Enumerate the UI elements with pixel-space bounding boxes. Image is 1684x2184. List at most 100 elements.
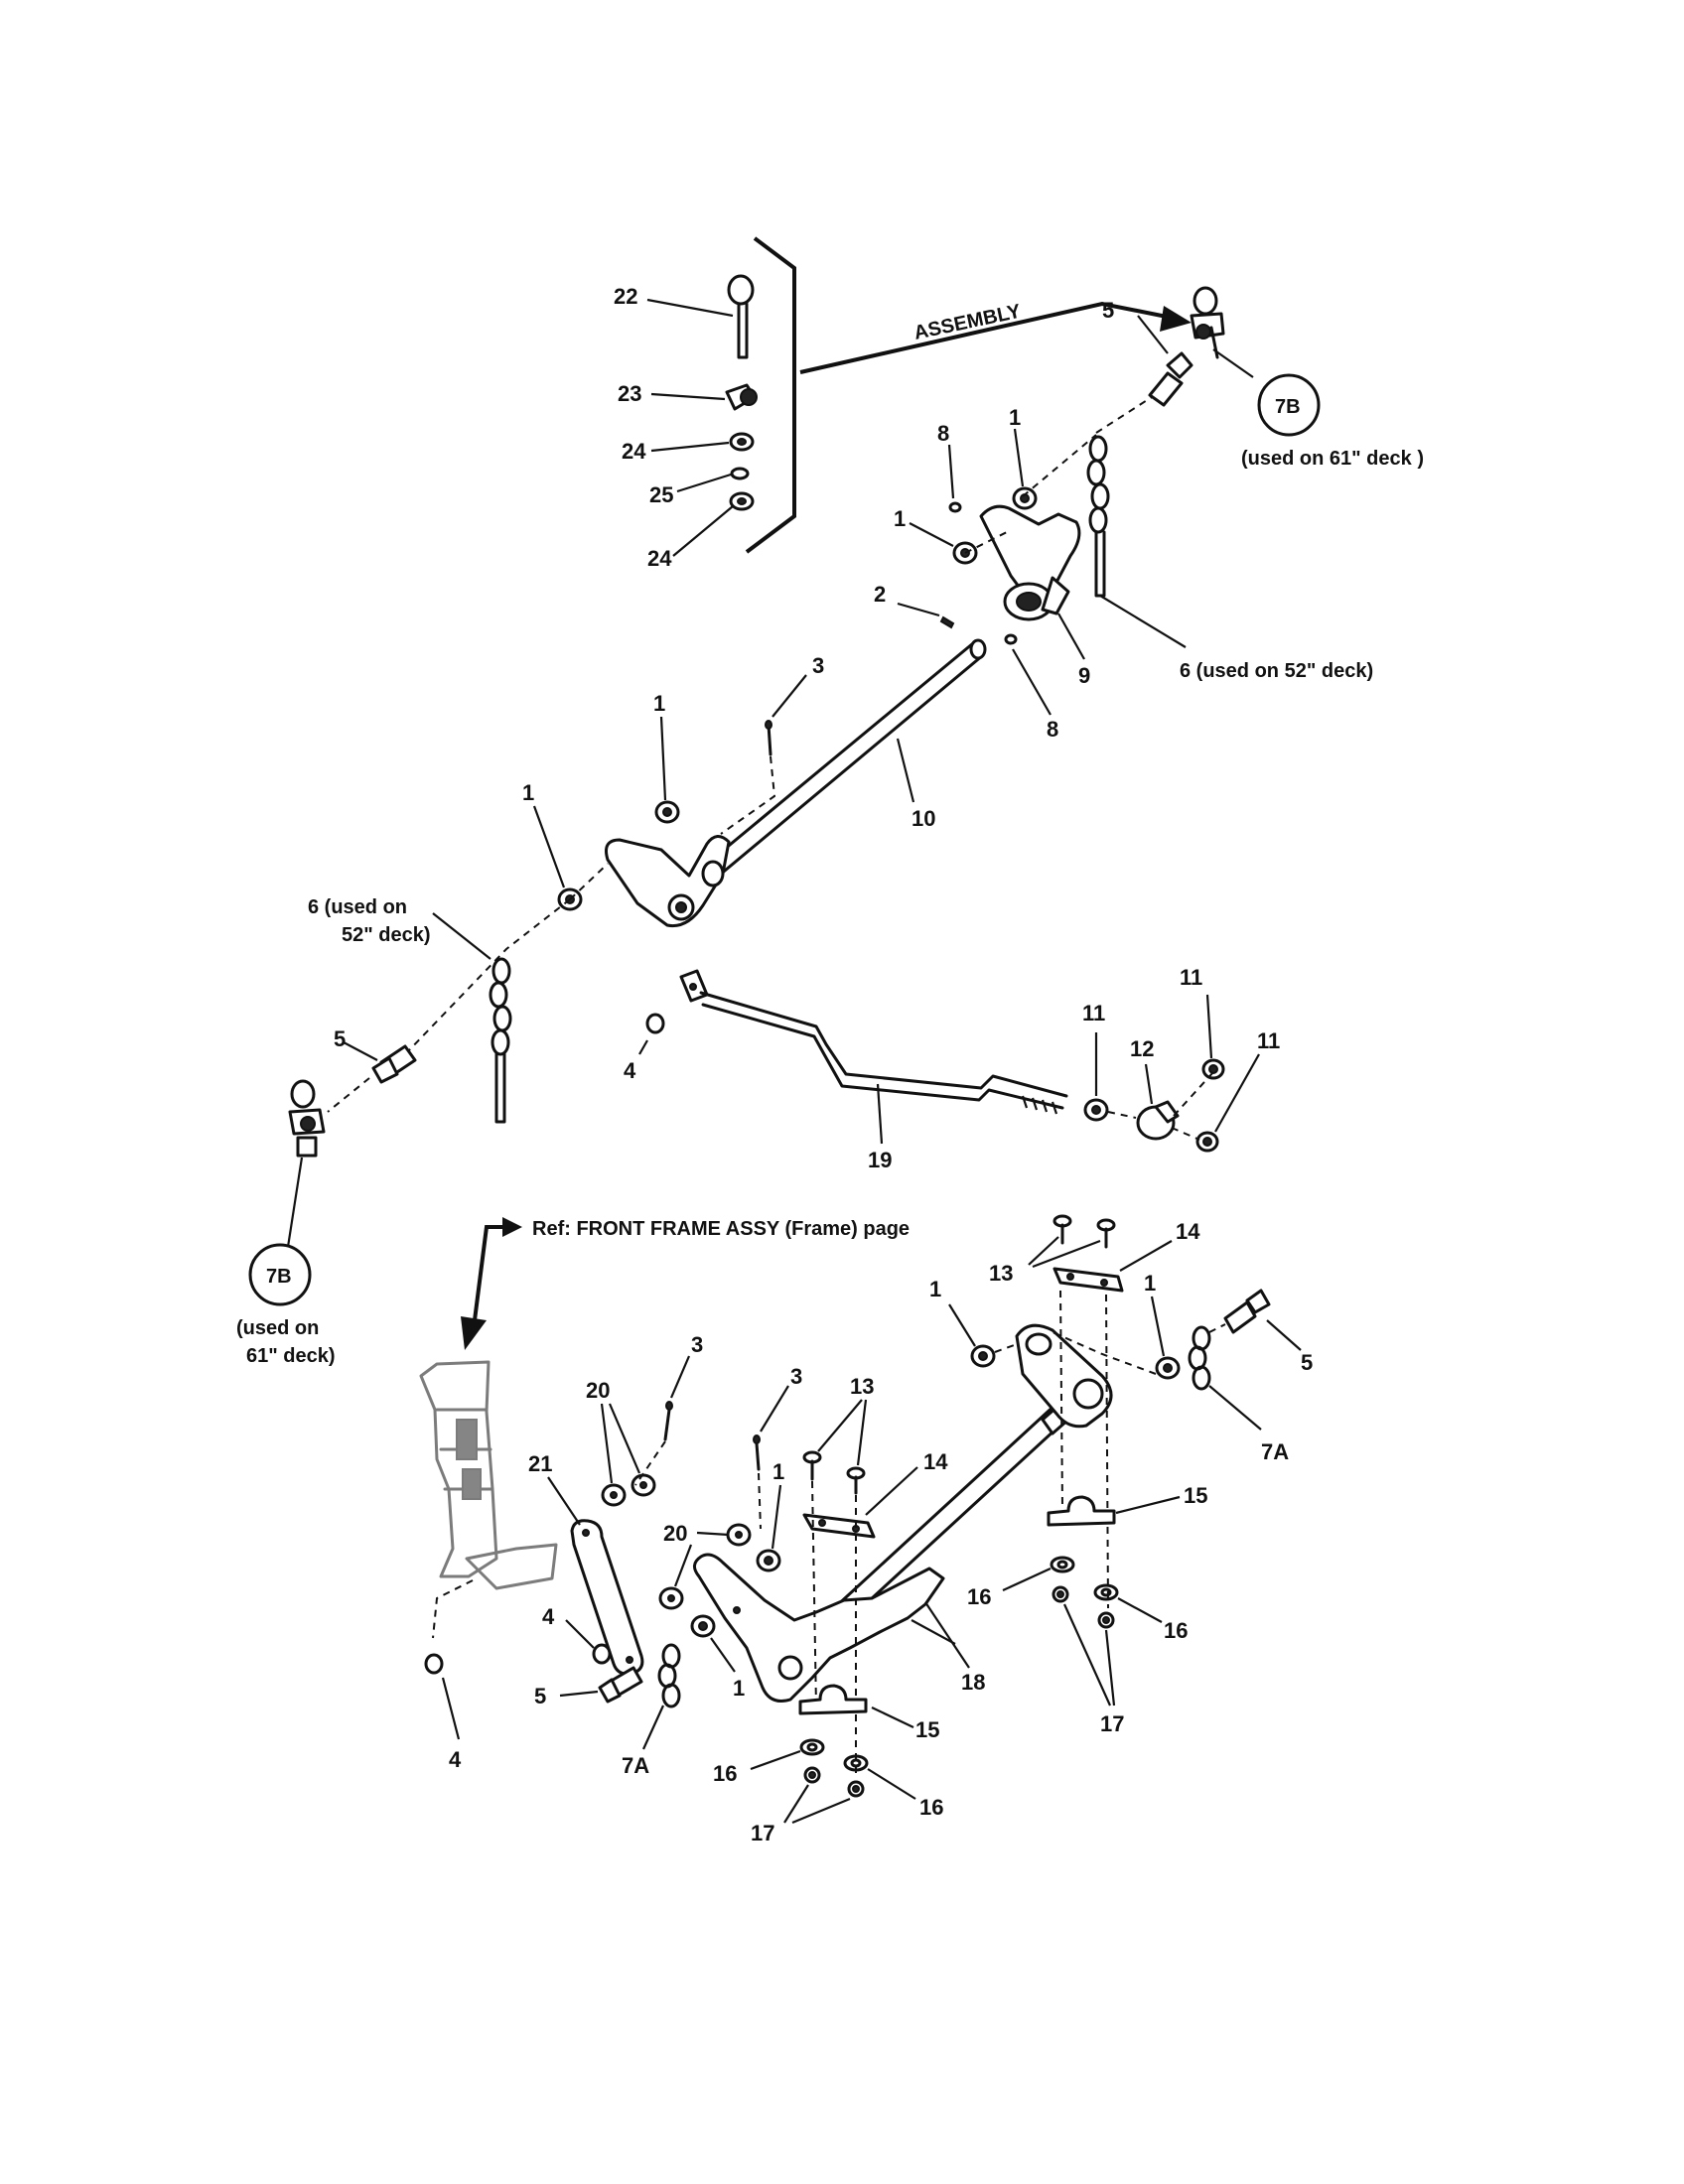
- label-16-low-a: 16: [713, 1761, 737, 1786]
- label-4-lower-b: 4: [449, 1747, 462, 1772]
- arm-lower-left: [693, 1553, 945, 1703]
- label-16-right-b: 16: [1164, 1618, 1188, 1643]
- nut-17-low-a: [803, 1766, 821, 1784]
- bolt-13-mid-b: [846, 1466, 866, 1495]
- eye-bolt-assembled-top: [1190, 286, 1225, 359]
- nut-1-lower-left: [690, 1614, 716, 1638]
- label-7b-top: 7B: [1275, 396, 1301, 418]
- pin-8-mid: [1004, 633, 1018, 645]
- label-25: 25: [649, 482, 673, 507]
- shaft-10-group: 3 10 1 1: [406, 638, 987, 1053]
- label-16-right-a: 16: [967, 1584, 991, 1609]
- assembly-arrow: ASSEMBLY: [799, 301, 1192, 374]
- label-23: 23: [618, 381, 641, 406]
- callout-7b-left: [248, 1243, 312, 1306]
- label-11-a: 11: [1082, 1001, 1105, 1025]
- note-7b-left-l1: (used on: [236, 1317, 319, 1339]
- label-1-lower-right-b: 1: [1144, 1271, 1156, 1296]
- washer-25: [730, 467, 750, 480]
- ref-front-frame-label: Ref: FRONT FRAME ASSY (Frame) page: [532, 1218, 910, 1240]
- label-15-right: 15: [1184, 1483, 1207, 1508]
- arm-left: [605, 835, 731, 928]
- nut-11-a: [1083, 1098, 1109, 1122]
- label-1-lower-left: 1: [733, 1676, 745, 1701]
- label-17-right: 17: [1100, 1711, 1124, 1736]
- callout-7b-top: [1257, 373, 1321, 437]
- bolt-5-lower-right: [1223, 1289, 1271, 1334]
- ref-arrow: Ref: FRONT FRAME ASSY (Frame) page: [461, 1217, 910, 1350]
- label-5-left: 5: [334, 1026, 346, 1051]
- label-3-mid: 3: [812, 653, 824, 678]
- front-frame-bracket: [419, 1360, 558, 1590]
- label-1-top-b: 1: [894, 506, 906, 531]
- screw-4-lower-b: [424, 1653, 444, 1675]
- label-3-lower-a: 3: [691, 1332, 703, 1357]
- screw-4-lower-a: [592, 1643, 612, 1665]
- label-1-top-a: 1: [1009, 405, 1021, 430]
- bracket-14-top: [1052, 1267, 1124, 1293]
- chain-7a-left: [657, 1643, 681, 1708]
- label-11-b: 11: [1180, 965, 1202, 990]
- washer-20-d: [658, 1586, 684, 1610]
- label-8-mid: 8: [1047, 717, 1058, 742]
- label-20-a: 20: [586, 1378, 610, 1403]
- label-14-mid: 14: [923, 1449, 948, 1474]
- swivel-23: [725, 383, 758, 411]
- eye-bolt-22: [727, 274, 755, 359]
- eye-bolt-assembled-left: [288, 1079, 326, 1158]
- washer-16-low-b: [843, 1754, 869, 1772]
- washer-20-a: [601, 1483, 627, 1507]
- bolt-13-top-b: [1096, 1218, 1116, 1249]
- label-1-mid-b: 1: [522, 780, 534, 805]
- nut-24b: [729, 491, 755, 511]
- chain-7a-right: [1188, 1325, 1211, 1391]
- chain-6-left: [489, 957, 512, 1124]
- nut-1-lower-right-b: [1155, 1356, 1181, 1380]
- nut-17-low-b: [847, 1780, 865, 1798]
- pin-8-top: [948, 501, 962, 513]
- label-9: 9: [1078, 663, 1090, 688]
- label-1-mid-a: 1: [653, 691, 665, 716]
- label-6-left-l2: 52" deck): [342, 924, 431, 946]
- nut-11-c: [1195, 1131, 1219, 1153]
- washer-16-right-b: [1093, 1583, 1119, 1601]
- bolt-5-lower-left: [598, 1666, 643, 1704]
- clamp-15-right: [1047, 1495, 1116, 1527]
- label-13-mid: 13: [850, 1374, 874, 1399]
- upper-right-group: 7B (used on 61" deck ) 5 1 1: [874, 286, 1424, 742]
- nut-24a: [729, 432, 755, 452]
- nut-1-lower-mid: [756, 1549, 781, 1572]
- label-5-top: 5: [1102, 298, 1114, 323]
- label-5-lower-right: 5: [1301, 1350, 1313, 1375]
- arm-9: [979, 504, 1081, 621]
- label-14-top: 14: [1176, 1219, 1200, 1244]
- clamp-15-mid: [798, 1684, 868, 1715]
- label-4-lower-a: 4: [542, 1604, 555, 1629]
- washer-16-low-a: [799, 1738, 825, 1756]
- label-1-lower-mid: 1: [772, 1459, 784, 1484]
- label-24a: 24: [622, 439, 646, 464]
- label-6-right: 6 (used on 52" deck): [1180, 660, 1373, 682]
- bolt-5-top: [1148, 351, 1193, 407]
- rod-19-group: 19 4 11 12 11 11: [624, 965, 1280, 1172]
- shaft-10: [693, 641, 985, 887]
- bolt-13-top-a: [1052, 1214, 1072, 1245]
- assembly-inset: 22 23 24 25 24: [614, 236, 796, 571]
- label-7a-left: 7A: [622, 1753, 649, 1778]
- label-19: 19: [868, 1148, 892, 1172]
- inset-bracket: [745, 236, 796, 554]
- nut-17-right-a: [1052, 1585, 1069, 1603]
- bolt-13-mid-a: [802, 1450, 822, 1481]
- label-4-mid: 4: [624, 1058, 636, 1083]
- label-12: 12: [1130, 1036, 1154, 1061]
- label-7a-right: 7A: [1261, 1439, 1289, 1464]
- assembly-label: ASSEMBLY: [912, 301, 1023, 344]
- pin-3-mid: [765, 720, 772, 756]
- nut-1-top-a: [1012, 486, 1038, 510]
- label-13-top: 13: [989, 1261, 1013, 1286]
- label-1-lower-right-a: 1: [929, 1277, 941, 1301]
- washer-16-right-a: [1050, 1556, 1075, 1573]
- nut-1-mid-a: [654, 800, 680, 824]
- screw-4-mid: [645, 1013, 665, 1034]
